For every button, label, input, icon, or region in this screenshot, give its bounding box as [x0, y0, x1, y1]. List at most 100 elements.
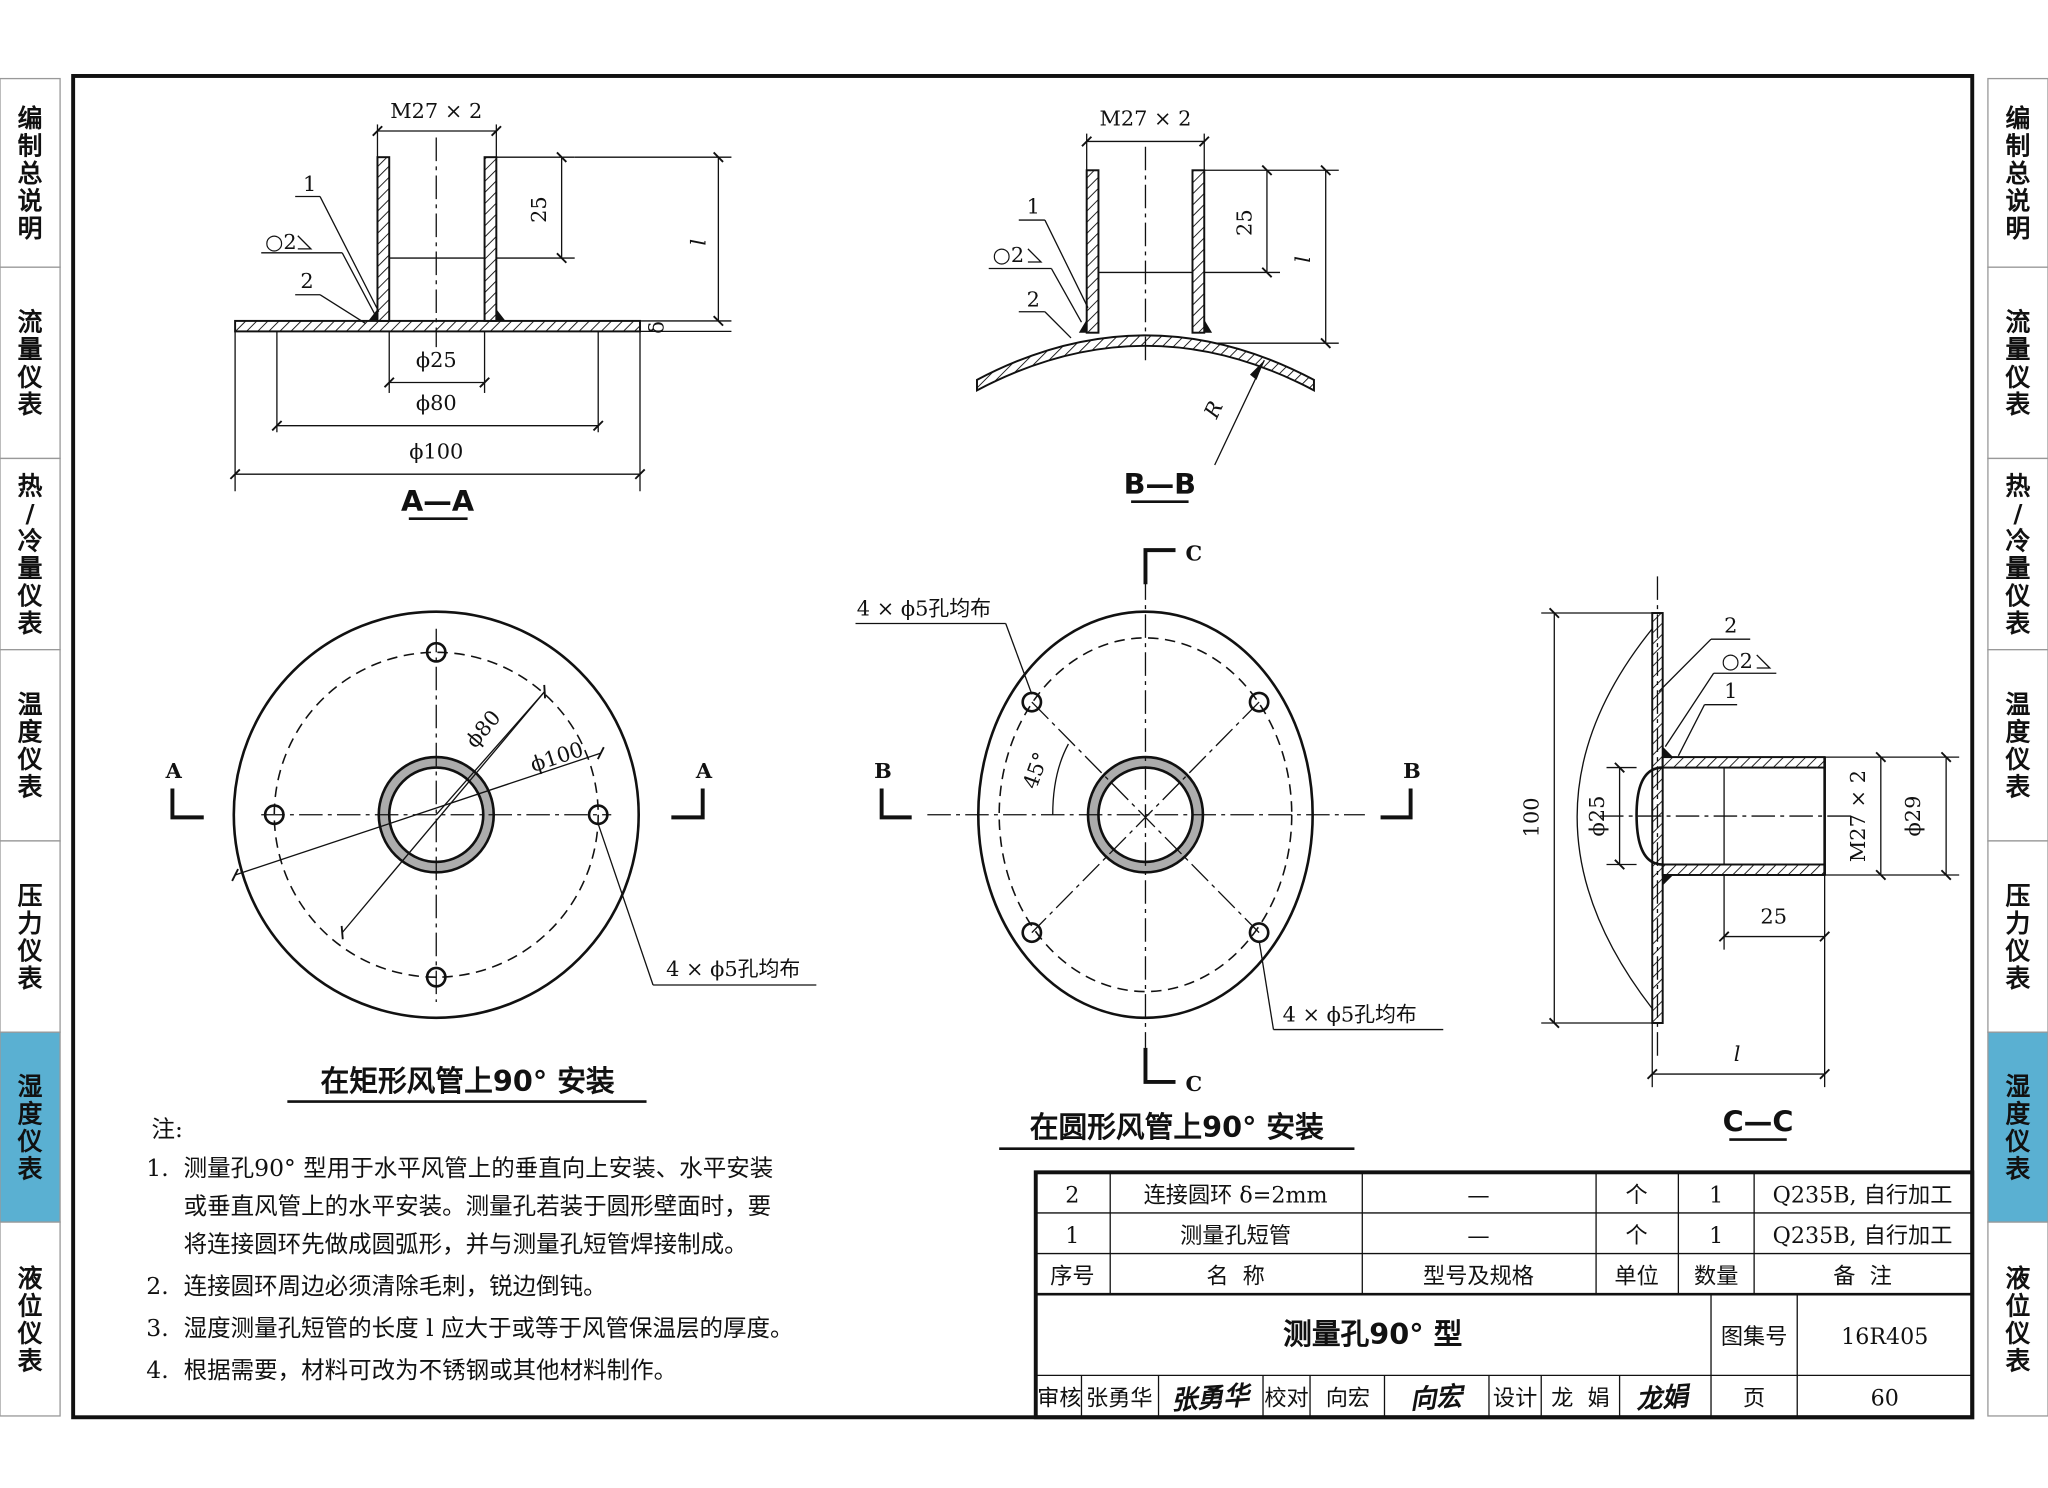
side-tab-label: 热/冷量仪表 — [2005, 471, 2031, 638]
side-tab-6[interactable] — [0, 1221, 61, 1417]
round-mark-right: B — [1403, 758, 1421, 783]
part-row-qty: 1 — [1709, 1182, 1723, 1208]
section-bb: M27 × 2 25 l R 1 2 ○2 B—B — [975, 107, 1339, 503]
designer: 龙 娟 — [1551, 1385, 1609, 1411]
aa-phi25: ϕ25 — [416, 348, 457, 372]
title-block: 2 连接圆环 δ=2mm — 个 1 Q235B, 自行加工 1 测量孔短管 —… — [1033, 1170, 1975, 1420]
aa-phi100: ϕ100 — [409, 439, 463, 463]
part-row-remark: Q235B, 自行加工 — [1773, 1223, 1953, 1249]
side-tab-5[interactable] — [1987, 1031, 2048, 1223]
side-tab-label: 流量仪表 — [2005, 308, 2031, 420]
aa-label: A—A — [401, 484, 475, 518]
rect-holes: 4 × ϕ5孔均布 — [666, 957, 800, 981]
aa-thread: M27 × 2 — [390, 99, 482, 123]
side-tab-6[interactable] — [1987, 1221, 2048, 1417]
part-row-unit: 个 — [1625, 1182, 1647, 1208]
aa-dim-25: 25 — [527, 196, 551, 223]
side-tab-0[interactable] — [0, 77, 61, 268]
atlas-label: 图集号 — [1721, 1324, 1788, 1350]
side-tab-label: 温度仪表 — [2005, 690, 2031, 802]
bb-weld: ○2 — [993, 243, 1025, 267]
side-tab-1[interactable] — [0, 266, 61, 460]
cc-thread: M27 × 2 — [1846, 770, 1870, 862]
round-holes-top: 4 × ϕ5孔均布 — [857, 597, 991, 621]
drawing-frame — [71, 74, 1975, 1420]
cc-weld: ○2 — [1721, 649, 1753, 673]
check-label: 校对 — [1264, 1385, 1308, 1411]
bb-part2: 2 — [1027, 287, 1040, 311]
aa-dim-l: l — [686, 239, 710, 246]
round-mark-left: B — [874, 758, 892, 783]
cc-phi25: ϕ25 — [1585, 796, 1609, 837]
side-tab-3[interactable] — [1987, 649, 2048, 842]
part-row-no: 1 — [1065, 1223, 1079, 1249]
section-aa: M27 × 2 25 l δ ϕ25 ϕ80 ϕ100 1 2 ○2 — [229, 99, 732, 521]
note-line: 2. 连接圆环周边必须清除毛刺，锐边倒钝。 — [146, 1272, 606, 1300]
side-tab-2[interactable] — [0, 457, 61, 651]
side-tab-label: 湿度仪表 — [17, 1072, 43, 1184]
check-signature: 向宏 — [1409, 1382, 1467, 1416]
aa-phi80: ϕ80 — [416, 391, 457, 415]
side-tab-label: 流量仪表 — [17, 308, 43, 420]
side-tab-3[interactable] — [0, 649, 61, 842]
cc-dim-25: 25 — [1760, 904, 1787, 928]
side-tab-5[interactable] — [0, 1031, 61, 1223]
round-mark-bottom: C — [1185, 1071, 1202, 1096]
cc-dim-l: l — [1734, 1042, 1741, 1066]
page-label: 页 — [1743, 1385, 1765, 1411]
part-row-name: 测量孔短管 — [1180, 1223, 1291, 1249]
review-label: 审核 — [1037, 1385, 1081, 1411]
note-line: 1. 测量孔90° 型用于水平风管上的垂直向上安装、水平安装 — [146, 1154, 773, 1182]
side-tab-label: 液位仪表 — [17, 1264, 43, 1376]
checker: 向宏 — [1326, 1385, 1370, 1411]
part-row-spec: — — [1467, 1182, 1489, 1208]
plan-round: 45° 4 × ϕ5孔均布 4 × ϕ5孔均布 B B C C 在圆形风管上90… — [855, 541, 1444, 1151]
side-tab-label: 编制总说明 — [2006, 104, 2031, 243]
bb-dim-l: l — [1291, 256, 1315, 263]
note-line: 3. 湿度测量孔短管的长度 l 应大于或等于风管保温层的厚度。 — [146, 1314, 793, 1342]
part-row-name: 连接圆环 δ=2mm — [1144, 1182, 1328, 1208]
drawing-title: 测量孔90° 型 — [1283, 1317, 1462, 1351]
aa-dim-delta: δ — [645, 321, 669, 334]
section-cc: 100 ϕ25 M27 × 2 ϕ29 25 l 2 ○2 1 C—C — [1520, 576, 1960, 1141]
side-tab-4[interactable] — [0, 840, 61, 1033]
part-row-qty: 1 — [1709, 1223, 1723, 1249]
table-header: 型号及规格 — [1423, 1264, 1534, 1290]
cc-label: C—C — [1723, 1105, 1794, 1139]
side-tab-label: 湿度仪表 — [2005, 1072, 2031, 1184]
note-line: 将连接圆环先做成圆弧形，并与测量孔短管焊接制成。 — [146, 1230, 747, 1258]
bb-dim-25: 25 — [1232, 209, 1256, 236]
notes: 注: 1. 测量孔90° 型用于水平风管上的垂直向上安装、水平安装 或垂直风管上… — [146, 1115, 793, 1384]
review-signature: 张勇华 — [1170, 1381, 1254, 1417]
rect-mark-right: A — [695, 758, 713, 783]
side-tab-0[interactable] — [1987, 77, 2048, 268]
table-header: 单位 — [1614, 1264, 1658, 1290]
table-header: 名 称 — [1206, 1264, 1264, 1290]
side-tab-4[interactable] — [1987, 840, 2048, 1033]
bb-thread: M27 × 2 — [1099, 107, 1191, 131]
rect-title: 在矩形风管上90° 安装 — [321, 1064, 615, 1098]
note-line: 或垂直风管上的水平安装。测量孔若装于圆形壁面时，要 — [146, 1192, 771, 1220]
rect-mark-left: A — [165, 758, 183, 783]
cc-part1: 1 — [1724, 679, 1737, 703]
part-row-no: 2 — [1065, 1182, 1079, 1208]
plan-rect: ϕ80 ϕ100 4 × ϕ5孔均布 A A 在矩形风管上90° 安装 — [165, 610, 817, 1103]
round-holes-bottom: 4 × ϕ5孔均布 — [1283, 1003, 1417, 1027]
side-tab-label: 热/冷量仪表 — [17, 471, 43, 638]
atlas-number: 16R405 — [1841, 1324, 1928, 1350]
side-tab-label: 压力仪表 — [17, 881, 43, 993]
note-line: 4. 根据需要，材料可改为不锈钢或其他材料制作。 — [146, 1356, 677, 1384]
round-title: 在圆形风管上90° 安装 — [1030, 1110, 1324, 1144]
round-mark-top: C — [1185, 541, 1202, 566]
aa-weld: ○2 — [265, 230, 297, 254]
reviewer: 张勇华 — [1086, 1385, 1153, 1411]
side-tab-label: 液位仪表 — [2005, 1264, 2031, 1376]
design-label: 设计 — [1493, 1385, 1537, 1411]
cc-dim-100: 100 — [1520, 797, 1544, 837]
aa-part2: 2 — [300, 269, 313, 293]
side-tab-label: 编制总说明 — [18, 104, 43, 243]
bb-part1: 1 — [1027, 194, 1040, 218]
